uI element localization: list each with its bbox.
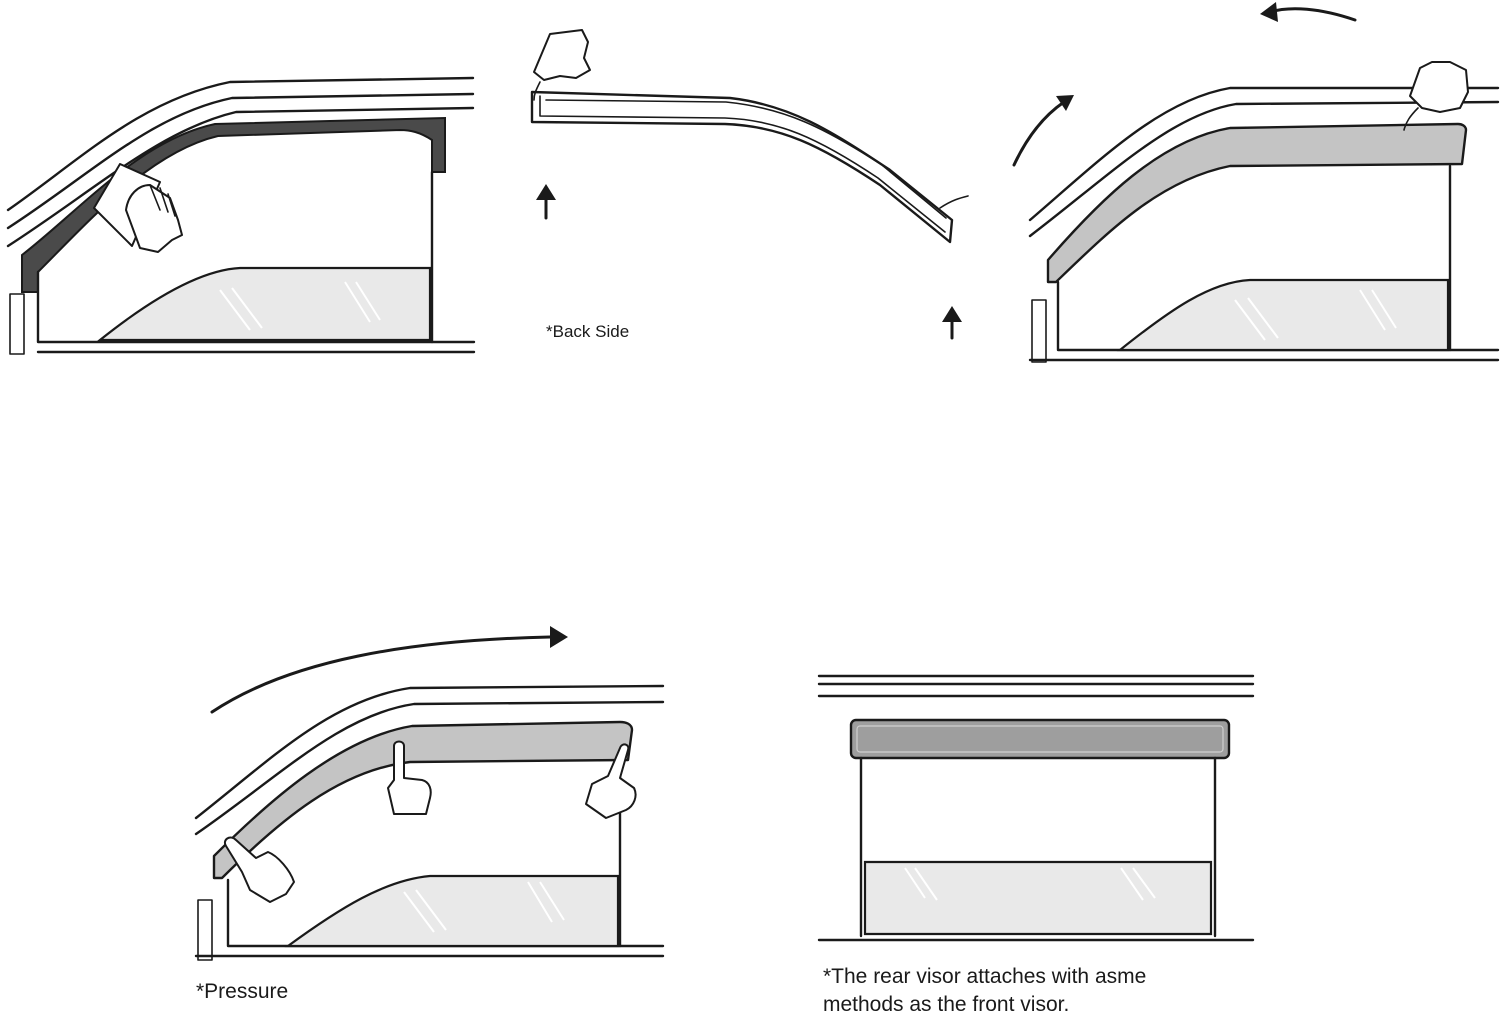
rear-visor-note: *The rear visor attaches with asme metho…: [823, 963, 1146, 1019]
window-visor: [212, 720, 634, 880]
back-side-label: *Back Side: [546, 322, 630, 341]
rear-visor-note-line2: methods as the front visor.: [823, 993, 1070, 1016]
peel-tape-hand-icon: [1403, 61, 1469, 131]
pointing-finger-icon: [387, 740, 432, 815]
panel-apply-pressure: [194, 626, 665, 961]
rear-window-visor: [849, 718, 1231, 760]
window-glass: [1116, 278, 1450, 352]
curved-arrow-icon: [210, 626, 568, 714]
adhesive-tape-strip: [21, 116, 446, 293]
peel-tape-hand-icon: [533, 29, 591, 101]
window-glass: [96, 266, 432, 342]
panel-insert-visor: [1012, 2, 1500, 363]
pressure-label: *Pressure: [196, 980, 289, 1003]
panel-clean-frame: [6, 76, 476, 355]
cloth-wipe-hand-icon: [93, 163, 183, 253]
panel-rear-visor: [817, 674, 1255, 942]
pointing-finger-icon: [585, 743, 637, 819]
panel-peel-backing: [530, 29, 969, 340]
window-glass: [863, 860, 1213, 936]
up-arrow-icon: [536, 184, 556, 220]
window-visor: [1046, 122, 1468, 284]
window-glass: [284, 874, 620, 948]
visor-back-side: [530, 90, 954, 244]
door-roof-lines: [6, 76, 475, 248]
rear-visor-note-line1: *The rear visor attaches with asme: [823, 965, 1147, 988]
curved-arrow-icon: [1012, 95, 1074, 167]
pressing-hand-icon: [224, 836, 295, 903]
up-arrow-icon: [942, 306, 962, 340]
curved-arrow-icon: [1260, 2, 1357, 22]
